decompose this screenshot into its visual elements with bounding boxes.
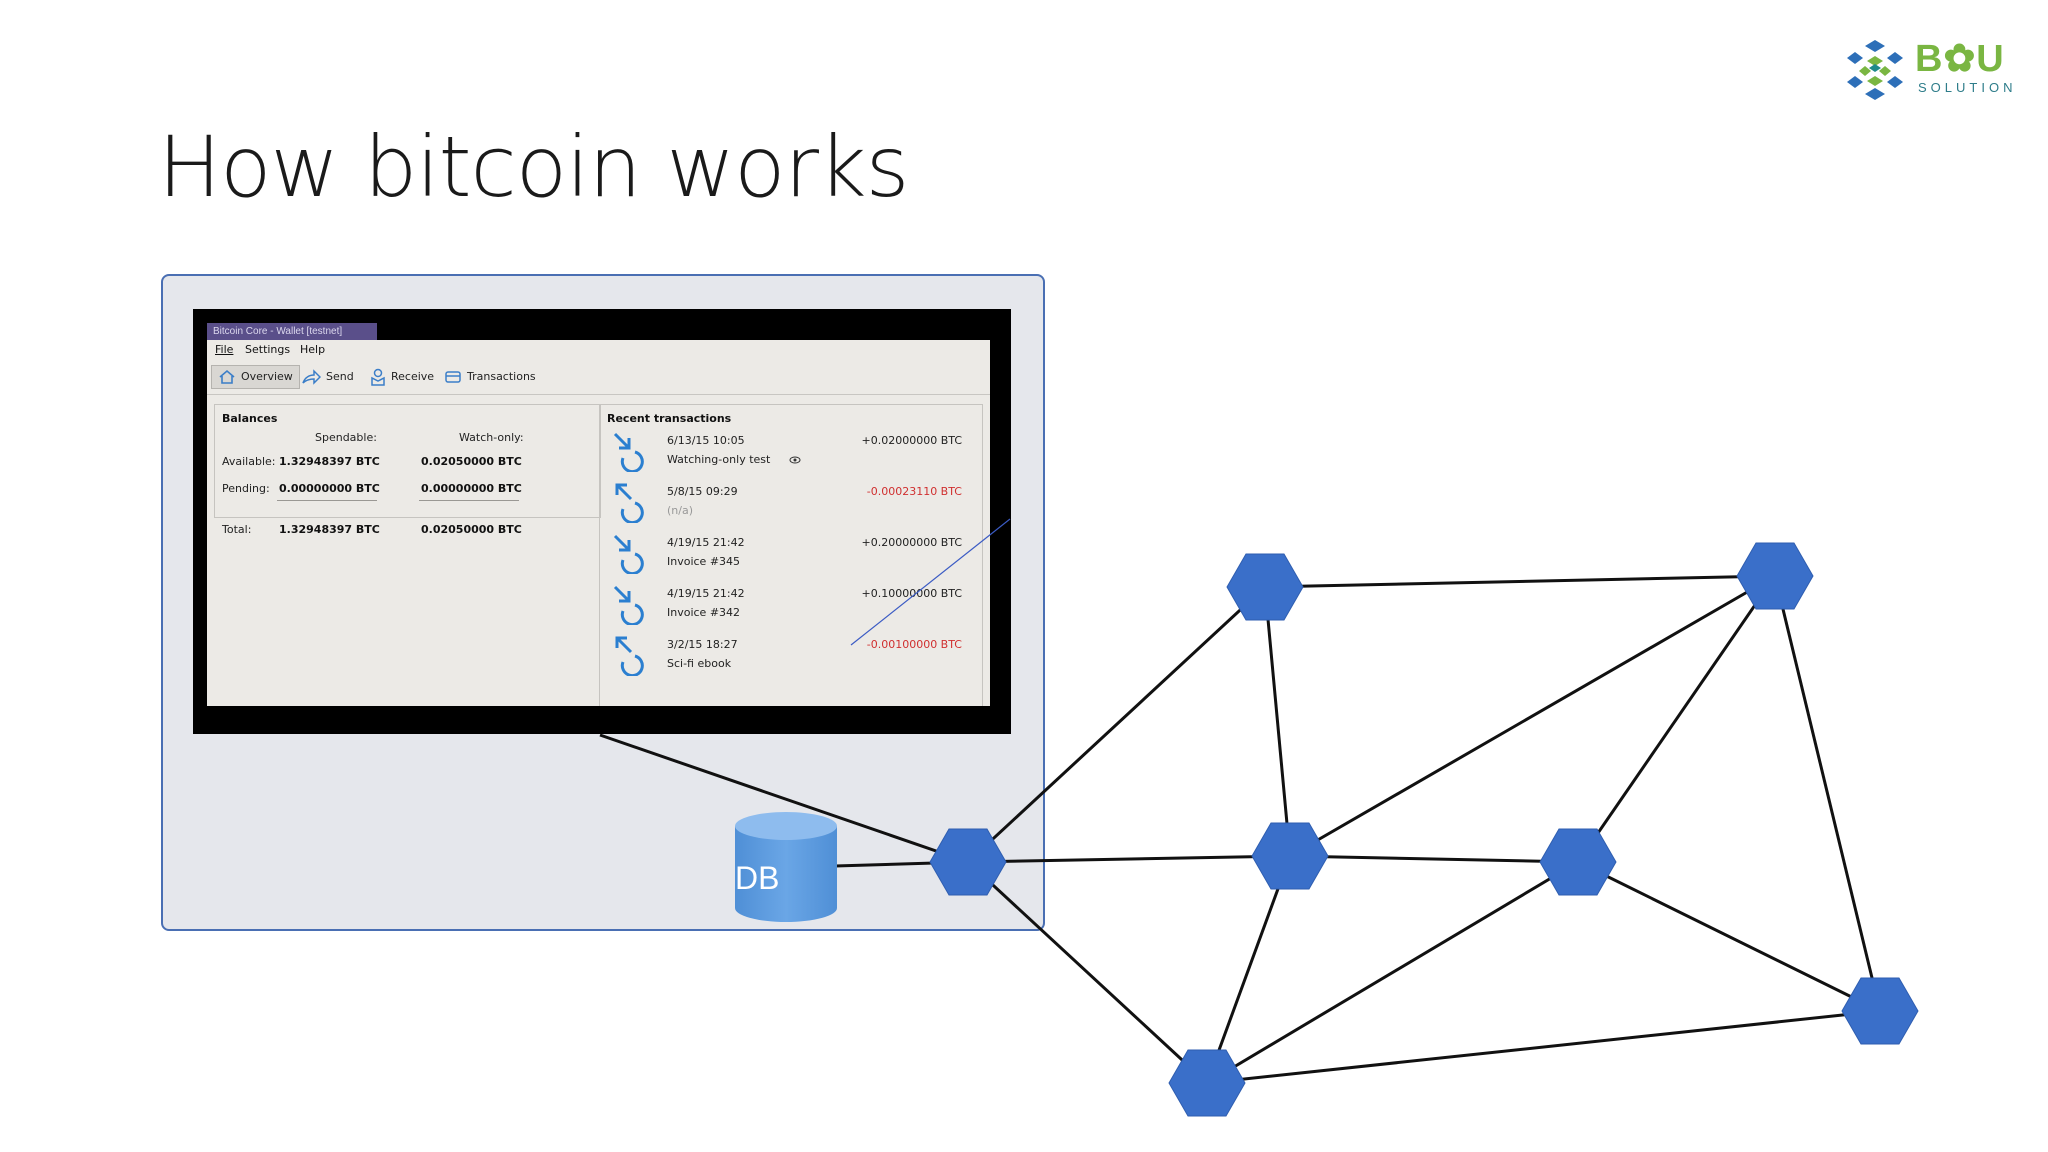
edge xyxy=(1264,574,1776,589)
wallet-screenshot: File Settings Help Overview Send Receive… xyxy=(193,309,1011,734)
incoming-tx-icon xyxy=(613,534,644,574)
col-spendable-header: Spendable: xyxy=(315,431,377,444)
recent-transactions-panel xyxy=(599,404,983,706)
db-label: DB xyxy=(735,860,780,896)
bu-solution-logo: B✿U SOLUTION xyxy=(1845,36,2015,106)
tx-description: Watching-only test xyxy=(667,453,771,466)
tx-date: 4/19/15 21:42 xyxy=(667,536,745,549)
network-node xyxy=(1841,977,1919,1045)
edge xyxy=(1576,575,1777,863)
tab-send-label: Send xyxy=(326,370,354,383)
balances-title: Balances xyxy=(222,412,278,425)
network-node xyxy=(1539,828,1617,896)
tx-amount: +0.20000000 BTC xyxy=(861,536,963,549)
edge-screen-to-node xyxy=(599,733,969,864)
total-label: Total: xyxy=(222,523,252,536)
logo-mark-icon xyxy=(1847,40,1903,100)
incoming-tx-icon xyxy=(613,585,644,625)
network-node xyxy=(1736,542,1814,610)
transaction-row[interactable]: 5/8/15 09:29 (n/a) -0.00023110 BTC xyxy=(607,483,977,531)
total-spendable: 1.32948397 BTC xyxy=(279,523,380,536)
tx-amount: +0.10000000 BTC xyxy=(861,587,963,600)
incoming-tx-icon xyxy=(613,432,644,472)
tx-description: Invoice #342 xyxy=(667,606,741,619)
balances-panel xyxy=(214,404,601,518)
edge xyxy=(1206,860,1579,1085)
edge xyxy=(1289,854,1579,864)
balances-divider-right xyxy=(419,500,519,501)
outgoing-tx-icon xyxy=(615,636,644,676)
pending-watch: 0.00000000 BTC xyxy=(421,482,522,495)
balances-divider-left xyxy=(277,500,377,501)
edge xyxy=(1206,1009,1881,1085)
edge xyxy=(1577,860,1881,1013)
network-node xyxy=(1168,1049,1246,1117)
menu-bar: File Settings Help xyxy=(207,340,990,360)
menu-help[interactable]: Help xyxy=(300,343,326,356)
edge xyxy=(1205,855,1292,1084)
pending-label: Pending: xyxy=(222,482,270,495)
edge xyxy=(966,585,1267,864)
tx-date: 5/8/15 09:29 xyxy=(667,485,738,498)
tx-amount: +0.02000000 BTC xyxy=(861,434,963,447)
tx-description: Sci-fi ebook xyxy=(667,657,732,670)
outgoing-tx-icon xyxy=(615,483,644,523)
network-node xyxy=(1251,822,1329,890)
network-edges xyxy=(599,574,1882,1085)
tx-amount: -0.00023110 BTC xyxy=(866,485,962,498)
transactions-icon xyxy=(445,371,461,383)
wallet-toolbar: Overview Send Receive Transactions xyxy=(207,360,990,395)
tx-amount: -0.00100000 BTC xyxy=(866,638,962,651)
tx-date: 3/2/15 18:27 xyxy=(667,638,738,651)
menu-settings[interactable]: Settings xyxy=(245,343,291,356)
edge xyxy=(1263,586,1292,857)
receive-icon xyxy=(371,368,385,386)
logo-text: B✿U xyxy=(1915,38,2005,80)
overlay-line xyxy=(850,518,1011,646)
edge xyxy=(1773,575,1882,1012)
col-watch-header: Watch-only: xyxy=(459,431,524,444)
available-spendable: 1.32948397 BTC xyxy=(279,455,380,468)
edge xyxy=(1289,574,1776,858)
tx-date: 4/19/15 21:42 xyxy=(667,587,745,600)
available-watch: 0.02050000 BTC xyxy=(421,455,522,468)
network-nodes xyxy=(929,542,1919,1117)
window-title-bar: Bitcoin Core - Wallet [testnet] xyxy=(207,323,377,340)
logo-subtitle: SOLUTION xyxy=(1918,80,2017,95)
total-watch: 0.02050000 BTC xyxy=(421,523,522,536)
tab-overview[interactable]: Overview xyxy=(211,365,300,389)
tx-date: 6/13/15 10:05 xyxy=(667,434,745,447)
edge xyxy=(967,854,1291,864)
tab-send[interactable]: Send xyxy=(301,365,354,389)
recent-transactions-title: Recent transactions xyxy=(607,412,732,425)
pending-spendable: 0.00000000 BTC xyxy=(279,482,380,495)
tab-receive[interactable]: Receive xyxy=(370,365,434,389)
wallet-window: File Settings Help Overview Send Receive… xyxy=(207,340,990,706)
available-label: Available: xyxy=(222,455,276,468)
home-icon xyxy=(219,369,235,384)
db-cylinder xyxy=(735,812,837,922)
watch-only-eye-icon xyxy=(789,456,801,464)
tx-description: (n/a) xyxy=(667,504,694,517)
network-node-local xyxy=(929,828,1007,896)
tab-transactions-label: Transactions xyxy=(467,370,536,383)
menu-file[interactable]: File xyxy=(215,343,234,356)
send-arrow-icon xyxy=(302,369,321,385)
network-node xyxy=(1226,553,1304,621)
tab-overview-label: Overview xyxy=(241,370,293,383)
tab-transactions[interactable]: Transactions xyxy=(444,365,536,389)
tab-receive-label: Receive xyxy=(391,370,435,383)
tx-description: Invoice #345 xyxy=(667,555,741,568)
edge xyxy=(966,860,1209,1085)
slide-title: How bitcoin works xyxy=(158,118,909,216)
